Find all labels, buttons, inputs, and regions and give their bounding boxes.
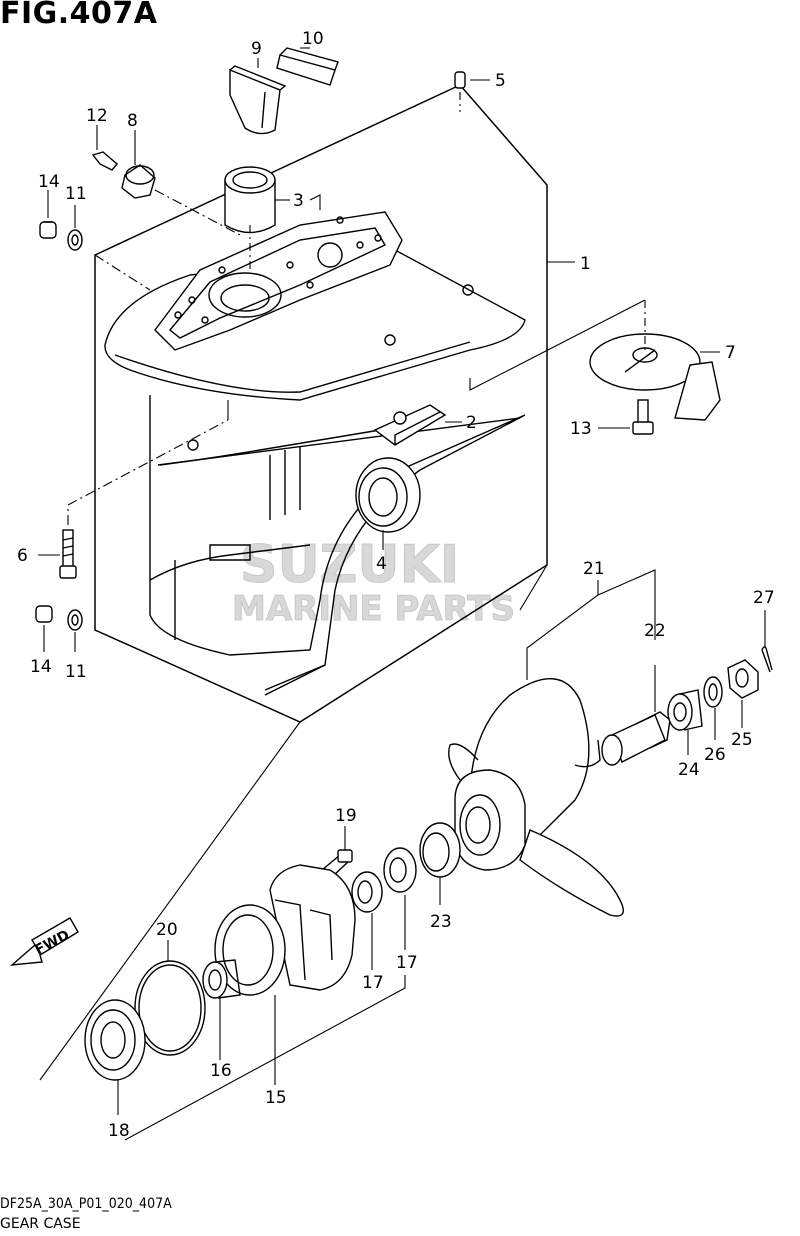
seal-part-17-b bbox=[351, 871, 383, 913]
bolt-part-12 bbox=[91, 151, 118, 171]
figure-name: GEAR CASE bbox=[0, 1216, 81, 1232]
trim-tab-part-7 bbox=[589, 333, 721, 421]
callout-17-a: 17 bbox=[362, 973, 384, 993]
anode-part-2 bbox=[373, 404, 447, 446]
callout-23: 23 bbox=[430, 912, 452, 932]
gasket-part-11-bottom bbox=[67, 609, 83, 631]
dowel-pin-part-5 bbox=[454, 71, 466, 89]
callout-19: 19 bbox=[335, 806, 357, 826]
bearing-part-4 bbox=[355, 457, 421, 533]
gear-case-exploded-diagram: SUZUKI MARINE PARTS bbox=[9, 29, 775, 1141]
callout-4: 4 bbox=[376, 554, 387, 574]
figure-title: FIG.407A bbox=[0, 0, 158, 31]
callout-11-bottom: 11 bbox=[65, 662, 87, 682]
washer-part-26 bbox=[703, 676, 723, 708]
callout-6: 6 bbox=[17, 546, 28, 566]
bearing-housing-part-15 bbox=[214, 864, 356, 996]
nut-part-25 bbox=[727, 659, 759, 699]
callout-10: 10 bbox=[302, 29, 324, 49]
fwd-arrow-icon: FWD bbox=[9, 917, 79, 966]
callout-12: 12 bbox=[86, 106, 108, 126]
spacer-part-22 bbox=[601, 711, 671, 766]
callout-15: 15 bbox=[265, 1088, 287, 1108]
callout-25: 25 bbox=[731, 730, 753, 750]
callout-9: 9 bbox=[251, 39, 262, 59]
seal-part-17-a bbox=[383, 847, 417, 893]
callout-13: 13 bbox=[570, 419, 592, 439]
gear-case-housing bbox=[94, 84, 548, 723]
suzuki-watermark: SUZUKI MARINE PARTS bbox=[232, 535, 516, 630]
callout-3: 3 bbox=[293, 191, 304, 211]
callout-26: 26 bbox=[704, 745, 726, 765]
callout-1: 1 bbox=[580, 254, 591, 274]
bearing-part-18 bbox=[84, 999, 146, 1081]
bearing-part-3 bbox=[224, 166, 276, 234]
callout-22: 22 bbox=[644, 621, 666, 641]
callout-18: 18 bbox=[108, 1121, 130, 1141]
o-ring-part-20 bbox=[134, 960, 206, 1056]
callout-7: 7 bbox=[725, 343, 736, 363]
callout-14-bottom: 14 bbox=[30, 657, 52, 677]
seal-part-10 bbox=[276, 47, 339, 86]
callout-24: 24 bbox=[678, 760, 700, 780]
callout-11-top: 11 bbox=[65, 184, 87, 204]
cotter-pin-part-27 bbox=[761, 646, 773, 673]
bushing-part-24 bbox=[667, 689, 703, 731]
figure-code: DF25A_30A_P01_020_407A bbox=[0, 1196, 172, 1212]
callout-14-top: 14 bbox=[38, 172, 60, 192]
callout-27: 27 bbox=[753, 588, 775, 608]
watermark-line1: SUZUKI bbox=[240, 535, 459, 595]
plug-part-14-top bbox=[39, 221, 57, 239]
bolt-part-13 bbox=[632, 399, 654, 435]
seal-part-9 bbox=[229, 65, 287, 135]
callout-16: 16 bbox=[210, 1061, 232, 1081]
callout-21: 21 bbox=[583, 559, 605, 579]
plug-part-14-bottom bbox=[35, 605, 53, 623]
mount-part-8 bbox=[121, 164, 156, 199]
watermark-line2: MARINE PARTS bbox=[232, 589, 515, 629]
callout-2: 2 bbox=[466, 413, 477, 433]
callout-17-b: 17 bbox=[396, 953, 418, 973]
callout-8: 8 bbox=[127, 111, 138, 131]
bolt-part-6 bbox=[59, 529, 77, 579]
propeller-part-21 bbox=[448, 678, 624, 917]
needle-bearing-part-16 bbox=[202, 959, 241, 999]
leader-lines bbox=[38, 47, 766, 1141]
callout-labels: 1 2 3 4 5 6 7 8 9 10 11 11 12 13 14 14 1… bbox=[17, 29, 775, 1141]
thrust-washer-part-23 bbox=[419, 822, 461, 878]
callout-20: 20 bbox=[156, 920, 178, 940]
gasket-part-11-top bbox=[67, 229, 83, 251]
callout-5: 5 bbox=[495, 71, 506, 91]
